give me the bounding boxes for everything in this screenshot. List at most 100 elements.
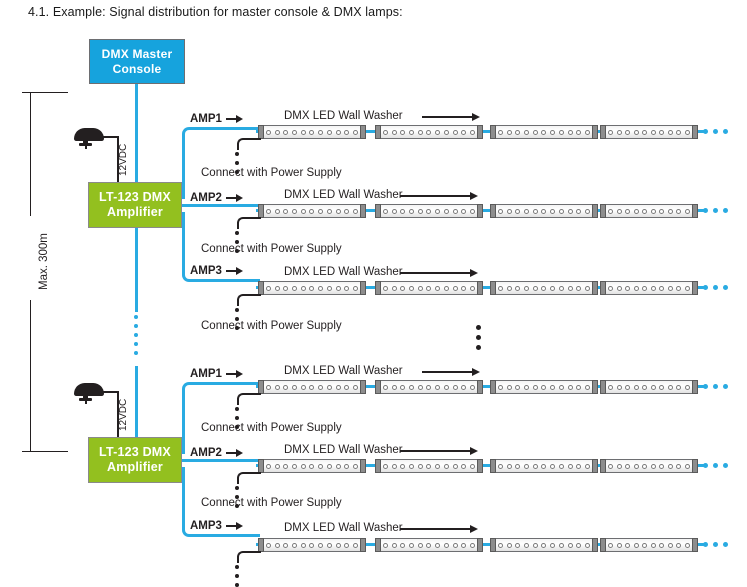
amplifier-1-line1: LT-123 DMX	[99, 190, 171, 205]
wall-washer-segment	[258, 125, 366, 139]
wall-washer-segment	[258, 459, 366, 473]
wall-washer-label-2: DMX LED Wall Washer	[284, 189, 403, 201]
row-continuation-dots	[703, 463, 728, 468]
flow-arrow-2	[400, 192, 478, 201]
voltage-label-1: 12VDC	[118, 143, 129, 176]
wall-washer-segment	[600, 125, 698, 139]
wall-washer-segment	[490, 538, 598, 552]
row-continuation-dots	[703, 384, 728, 389]
amp2-output-wire-1	[182, 204, 260, 207]
power-drop-dots-1	[235, 152, 239, 174]
wall-washer-segment	[258, 204, 366, 218]
wall-washer-label-1: DMX LED Wall Washer	[284, 110, 403, 122]
amp3-label-1: AMP3	[190, 265, 222, 277]
amp1-arrow-1	[226, 115, 243, 123]
wall-washer-segment	[600, 281, 698, 295]
flow-arrow-4	[422, 368, 480, 377]
power-drop-dots-3	[235, 308, 239, 330]
dimension-label: Max. 300m	[38, 233, 50, 290]
wall-washer-segment	[258, 380, 366, 394]
connect-power-label-4: Connect with Power Supply	[201, 422, 342, 434]
amp3-arrow-2	[226, 522, 243, 530]
dmx-bus-segment-top	[135, 84, 138, 184]
wall-washer-segment	[258, 538, 366, 552]
wall-washer-segment	[375, 380, 483, 394]
master-console-line2: Console	[112, 61, 162, 76]
amp2-arrow-2	[226, 449, 243, 457]
dmx-bus-continuation-dots	[134, 315, 138, 355]
connect-power-label-5: Connect with Power Supply	[201, 497, 342, 509]
dmx-master-console-node[interactable]: DMX Master Console	[89, 39, 185, 84]
power-drop-dots-5	[235, 486, 239, 508]
wall-washer-label-5: DMX LED Wall Washer	[284, 444, 403, 456]
amp1-output-wire-1	[182, 127, 260, 199]
power-adapter-icon	[70, 128, 104, 150]
wall-washer-segment	[375, 538, 483, 552]
amplifier-2-line1: LT-123 DMX	[99, 445, 171, 460]
amp3-output-wire-1	[182, 212, 260, 282]
amp2-arrow-1	[226, 194, 243, 202]
dimension-tick-top	[22, 92, 68, 94]
wall-washer-segment	[490, 459, 598, 473]
voltage-label-2: 12VDC	[118, 398, 129, 431]
power-drop-dots-6	[235, 565, 239, 587]
connect-power-label-2: Connect with Power Supply	[201, 243, 342, 255]
flow-arrow-6	[400, 525, 478, 534]
page-title: 4.1. Example: Signal distribution for ma…	[28, 5, 403, 19]
wall-washer-segment	[375, 125, 483, 139]
wall-washer-segment	[600, 380, 698, 394]
washer-power-drop-1	[237, 138, 261, 150]
amp1-arrow-2	[226, 370, 243, 378]
amp1-label-2: AMP1	[190, 368, 222, 380]
master-console-line1: DMX Master	[101, 47, 173, 62]
row-continuation-dots	[703, 208, 728, 213]
wall-washer-segment	[600, 538, 698, 552]
amp3-output-wire-2	[182, 467, 260, 537]
wall-washer-segment	[490, 380, 598, 394]
wall-washer-segment	[375, 459, 483, 473]
connect-power-label-1: Connect with Power Supply	[201, 167, 342, 179]
washer-power-drop-2	[237, 217, 261, 229]
washer-power-drop-3	[237, 294, 261, 306]
amplifier-node-2[interactable]: LT-123 DMX Amplifier	[88, 437, 182, 483]
amp2-label-1: AMP2	[190, 192, 222, 204]
psu-cable-1-vertical	[117, 136, 119, 188]
wall-washer-label-6: DMX LED Wall Washer	[284, 522, 403, 534]
wall-washer-segment	[375, 204, 483, 218]
dimension-line-lower	[30, 300, 32, 452]
amp2-label-2: AMP2	[190, 447, 222, 459]
wall-washer-segment	[600, 459, 698, 473]
wall-washer-segment	[600, 204, 698, 218]
row-continuation-dots	[703, 542, 728, 547]
wall-washer-label-3: DMX LED Wall Washer	[284, 266, 403, 278]
amp3-label-2: AMP3	[190, 520, 222, 532]
flow-arrow-3	[400, 269, 478, 278]
wall-washer-segment	[375, 281, 483, 295]
amp1-label-1: AMP1	[190, 113, 222, 125]
power-adapter-icon	[70, 383, 104, 405]
amp3-arrow-1	[226, 267, 243, 275]
wall-washer-segment	[490, 125, 598, 139]
power-drop-dots-2	[235, 231, 239, 253]
amplifier-node-1[interactable]: LT-123 DMX Amplifier	[88, 182, 182, 228]
dimension-tick-bottom	[22, 451, 68, 453]
row-continuation-dots	[703, 129, 728, 134]
psu-cable-1-horizontal	[99, 136, 119, 138]
group-continuation-dots	[476, 325, 481, 350]
psu-cable-2-vertical	[117, 391, 119, 443]
amplifier-1-line2: Amplifier	[107, 205, 163, 219]
amp1-output-wire-2	[182, 382, 260, 454]
wall-washer-segment	[258, 281, 366, 295]
dimension-line-upper	[30, 92, 32, 216]
flow-arrow-5	[400, 447, 478, 456]
dmx-bus-segment-mid	[135, 228, 138, 312]
amplifier-2-line2: Amplifier	[107, 460, 163, 474]
wall-washer-segment	[490, 281, 598, 295]
dmx-bus-segment-bottom	[135, 366, 138, 444]
washer-power-drop-4	[237, 393, 261, 405]
amp2-output-wire-2	[182, 459, 260, 462]
psu-cable-2-horizontal	[99, 391, 119, 393]
wall-washer-label-4: DMX LED Wall Washer	[284, 365, 403, 377]
flow-arrow-1	[422, 113, 480, 122]
row-continuation-dots	[703, 285, 728, 290]
